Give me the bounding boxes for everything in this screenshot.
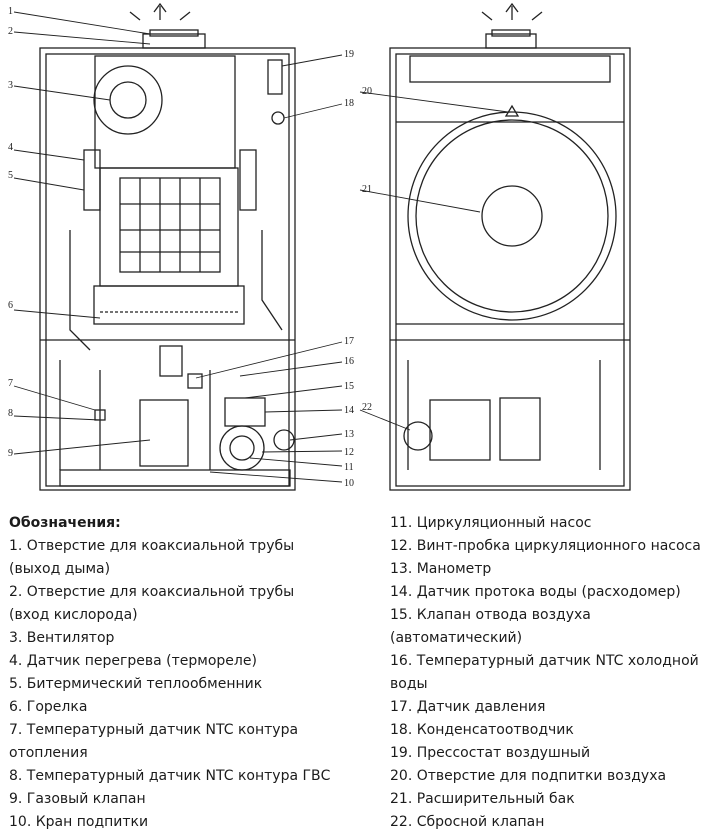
callout-5: 5 <box>8 170 13 181</box>
legend-left-column: Обозначения: 1. Отверстие для коаксиальн… <box>9 512 349 834</box>
legend-item: (вход кислорода) <box>9 607 138 623</box>
legend-item: (выход дыма) <box>9 561 111 577</box>
legend-item: 7. Температурный датчик NTC контура <box>9 722 299 738</box>
front-view <box>39 2 296 491</box>
legend-item: 19. Прессостат воздушный <box>390 745 591 761</box>
legend-item: 13. Манометр <box>390 561 492 577</box>
legend-item: 11. Циркуляционный насос <box>390 515 592 531</box>
legend-item: 17. Датчик давления <box>390 699 546 715</box>
legend-item: 3. Вентилятор <box>9 630 115 646</box>
legend-title: Обозначения: <box>9 515 121 531</box>
legend-item: 1. Отверстие для коаксиальной трубы <box>9 538 295 554</box>
callout-20: 20 <box>362 86 372 97</box>
legend-item: (автоматический) <box>390 630 523 646</box>
legend-item: 8. Температурный датчик NTC контура ГВС <box>9 768 331 784</box>
callout-14: 14 <box>344 405 354 416</box>
legend-item: отопления <box>9 745 88 761</box>
callout-4: 4 <box>8 142 13 153</box>
callout-8: 8 <box>8 408 13 419</box>
callout-3: 3 <box>8 80 13 91</box>
callout-1: 1 <box>8 6 13 17</box>
legend-item: 20. Отверстие для подпитки воздуха <box>390 768 667 784</box>
callout-21: 21 <box>362 184 372 195</box>
legend-item: 6. Горелка <box>9 699 88 715</box>
legend-item: воды <box>390 676 428 692</box>
callout-6: 6 <box>8 300 13 311</box>
boiler-diagram: 1 2 3 4 5 6 7 8 9 10 11 12 13 14 15 16 1… <box>8 2 631 491</box>
leader-lines <box>13 11 509 483</box>
legend-item: 16. Температурный датчик NTC холодной <box>390 653 699 669</box>
legend-item: 4. Датчик перегрева (термореле) <box>9 653 257 669</box>
rear-view <box>389 2 631 491</box>
legend-item: 9. Газовый клапан <box>9 791 146 807</box>
callout-18: 18 <box>344 98 354 109</box>
legend-right-column: 11. Циркуляционный насос 12. Винт-пробка… <box>390 512 714 834</box>
callout-9: 9 <box>8 448 13 459</box>
legend-item: 14. Датчик протока воды (расходомер) <box>390 584 681 600</box>
callout-17: 17 <box>344 336 354 347</box>
callout-10: 10 <box>344 478 354 489</box>
legend-item: 10. Кран подпитки <box>9 814 149 830</box>
callout-12: 12 <box>344 447 354 458</box>
callout-15: 15 <box>344 381 354 392</box>
legend-item: 18. Конденсатоотводчик <box>390 722 574 738</box>
callout-11: 11 <box>344 462 354 473</box>
legend-item: 15. Клапан отвода воздуха <box>390 607 591 623</box>
legend-item: 12. Винт-пробка циркуляционного насоса <box>390 538 701 554</box>
legend-item: 21. Расширительный бак <box>390 791 575 807</box>
callout-labels: 1 2 3 4 5 6 7 8 9 10 11 12 13 14 15 16 1… <box>8 6 372 489</box>
legend-item: 22. Сбросной клапан <box>390 814 545 830</box>
callout-13: 13 <box>344 429 354 440</box>
legend-item: 5. Битермический теплообменник <box>9 676 263 692</box>
callout-22: 22 <box>362 402 372 413</box>
callout-7: 7 <box>8 378 13 389</box>
legend-item: 2. Отверстие для коаксиальной трубы <box>9 584 295 600</box>
callout-16: 16 <box>344 356 354 367</box>
callout-19: 19 <box>344 49 354 60</box>
callout-2: 2 <box>8 26 13 37</box>
